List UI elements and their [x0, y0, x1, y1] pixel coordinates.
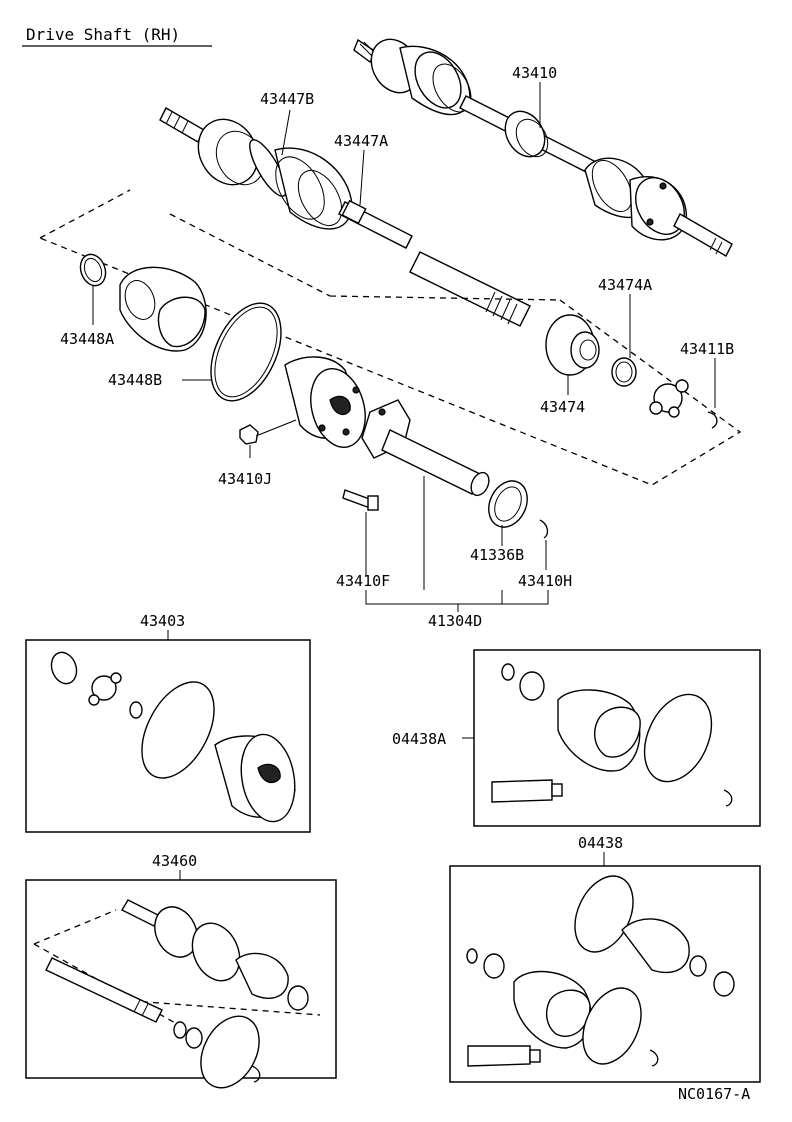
snap-ring-43410H[interactable] — [539, 519, 549, 539]
kit-box-04438 — [449, 865, 761, 1083]
inner-boot[interactable] — [119, 266, 207, 352]
exploded-view-boundary — [39, 189, 742, 486]
figure-code: NC0167-A — [678, 1085, 750, 1103]
label-43447B: 43447B — [260, 90, 314, 108]
tulip-housing[interactable] — [284, 356, 373, 453]
label-43410: 43410 — [512, 64, 557, 82]
damper-43474[interactable] — [545, 314, 600, 376]
leader-lines — [92, 82, 716, 612]
kit-04438A-parts[interactable] — [491, 663, 733, 807]
nut-43410J[interactable] — [239, 424, 259, 445]
kit-box-04438A — [473, 649, 761, 827]
label-43411B: 43411B — [680, 340, 734, 358]
label-41304D: 41304D — [428, 612, 482, 630]
kit-43403-parts[interactable] — [47, 649, 301, 826]
boot-band-43448B[interactable] — [197, 292, 295, 412]
kit-box-43460 — [25, 879, 337, 1079]
clamp-43474A[interactable] — [611, 357, 637, 387]
snap-ring-43411B[interactable] — [707, 411, 718, 429]
label-41336B: 41336B — [470, 546, 524, 564]
kit-43460-parts[interactable] — [45, 899, 309, 1098]
bolt-43410F[interactable] — [342, 489, 379, 511]
label-43448A: 43448A — [60, 330, 114, 348]
boot-clamp-43448A[interactable] — [76, 251, 109, 289]
label-43447A: 43447A — [334, 132, 388, 150]
label-43460: 43460 — [152, 852, 197, 870]
label-43410F: 43410F — [336, 572, 390, 590]
kit-box-43403 — [25, 639, 311, 833]
label-43410J: 43410J — [218, 470, 272, 488]
label-43410H: 43410H — [518, 572, 572, 590]
outer-joint-shaft[interactable] — [159, 107, 531, 327]
label-43474: 43474 — [540, 398, 585, 416]
kit-04438-parts[interactable] — [466, 867, 735, 1073]
label-43403: 43403 — [140, 612, 185, 630]
tripod-joint[interactable] — [649, 379, 689, 418]
drive-shaft-assembly-top[interactable] — [353, 31, 733, 257]
label-43474A: 43474A — [598, 276, 652, 294]
intermediate-shaft-41304D[interactable] — [361, 399, 492, 498]
seal-41336B[interactable] — [482, 475, 535, 534]
label-04438: 04438 — [578, 834, 623, 852]
label-43448B: 43448B — [108, 371, 162, 389]
label-04438A: 04438A — [392, 730, 446, 748]
diagram-title: Drive Shaft (RH) — [26, 25, 180, 44]
